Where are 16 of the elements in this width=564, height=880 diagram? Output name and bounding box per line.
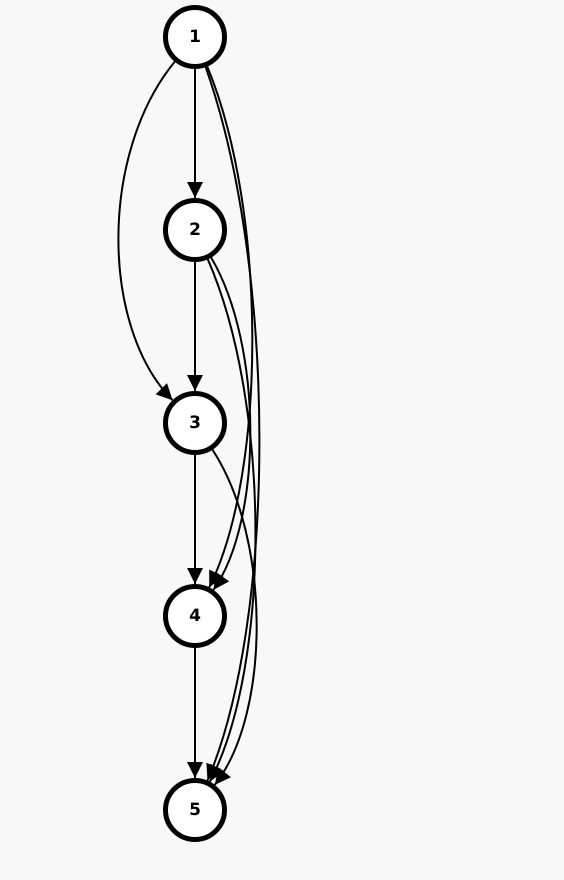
- arrow: [210, 257, 252, 590]
- arrow: [187, 69, 203, 198]
- arrow: [187, 455, 203, 584]
- node-number: 4: [189, 606, 201, 626]
- node-number: 1: [189, 27, 201, 47]
- arrow: [117, 61, 176, 401]
- node-number: 5: [189, 800, 201, 820]
- arrow: [187, 262, 203, 391]
- arrow: [187, 648, 203, 778]
- arrow: [206, 258, 256, 782]
- arrow: [212, 449, 258, 786]
- node-number: 2: [189, 220, 201, 240]
- arrow: [204, 66, 260, 781]
- arrow: [206, 66, 254, 588]
- node-circle: [163, 391, 227, 455]
- node-number: 3: [189, 413, 201, 433]
